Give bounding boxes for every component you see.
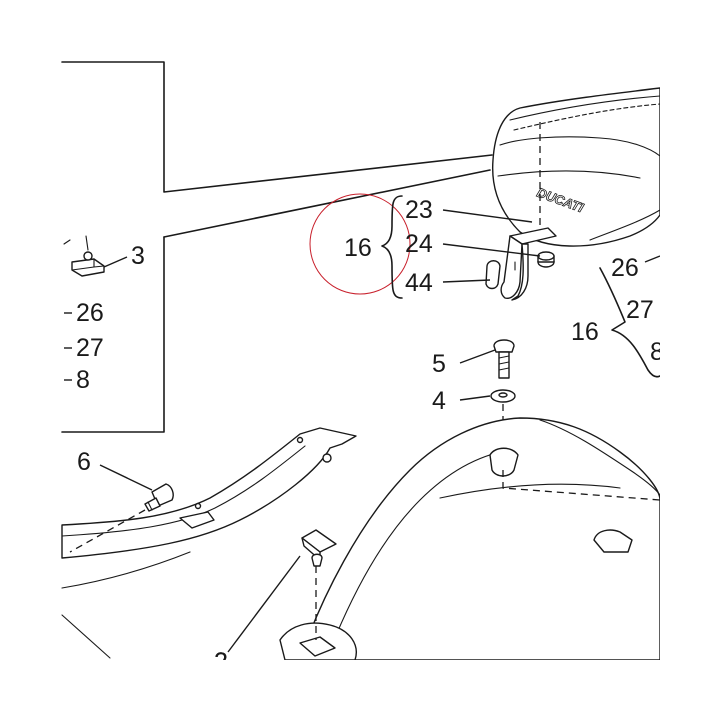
washer-part [490,389,516,403]
callout-3: 3 [131,242,145,270]
inset-clip-part [63,235,105,277]
bolt-axis-line [69,509,146,553]
callout-8-left: 8 [76,366,90,394]
brace-16-right [599,267,661,378]
highlight-circle [309,193,411,295]
seat: DUCATI [491,87,661,247]
crop-mask-right [660,0,720,720]
crop-mask-bottom [0,660,720,720]
callout-24: 24 [405,230,433,258]
callout-26-left: 26 [76,299,104,327]
callout-2-overlay: 2 [214,648,228,676]
rubber-pad-part [485,260,501,290]
callout-5: 5 [432,350,446,378]
callout-26-right: 26 [611,254,639,282]
leader-lines [64,209,661,653]
callout-4: 4 [432,387,446,415]
callout-16-right: 16 [571,318,599,346]
rubber-clip-part [301,529,337,567]
callout-23: 23 [405,196,433,224]
subframe [61,427,357,659]
brace-16-mid [381,195,403,299]
screw-part [493,339,515,379]
callout-16-mid: 16 [344,234,372,262]
callout-27-right: 27 [626,296,654,324]
callout-labels: 3 26 27 8 16 23 24 44 26 27 16 8 5 4 6 2 [76,196,664,676]
tail-unit [279,417,661,661]
callout-44: 44 [405,269,433,297]
callout-27-left: 27 [76,334,104,362]
nut-part [537,251,555,268]
seat-bracket [500,227,557,301]
detail-inset-frame [61,61,493,433]
bolt-part [144,483,174,512]
callout-6: 6 [77,448,91,476]
